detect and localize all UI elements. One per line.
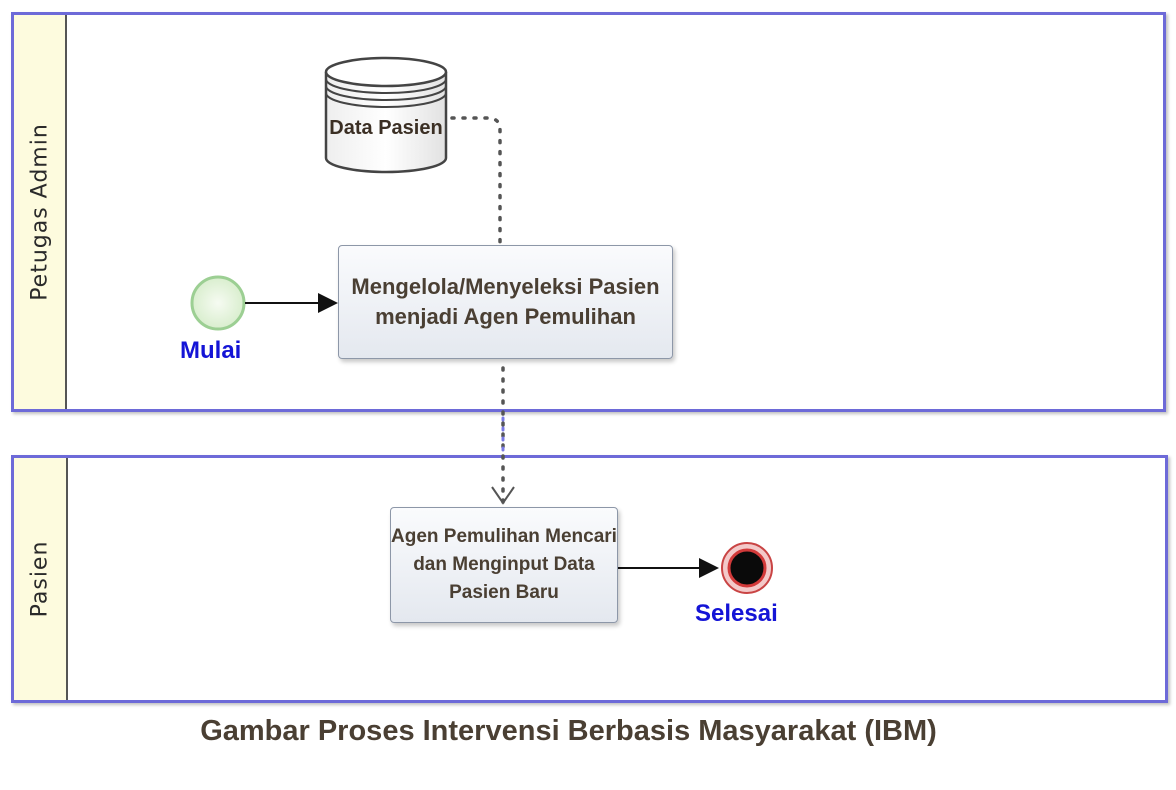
task-1-line-1: Mengelola/Menyeleksi Pasien (351, 274, 660, 299)
start-event-icon (190, 275, 246, 331)
task-2-line-1: Agen Pemulihan Mencari (391, 526, 617, 547)
end-event-icon (721, 542, 773, 594)
arrowhead-icon (491, 486, 515, 505)
task-mengelola-pasien[interactable]: Mengelola/Menyeleksi Pasien menjadi Agen… (338, 245, 673, 359)
lane-header-pasien: Pasien (14, 458, 68, 700)
task-agen-pemulihan[interactable]: Agen Pemulihan Mencari dan Menginput Dat… (390, 507, 618, 623)
task-2-line-2: dan Menginput Data (413, 554, 595, 575)
data-association-line (450, 116, 502, 246)
task-2-line-3: Pasien Baru (449, 582, 559, 603)
data-store-label: Data Pasien (329, 117, 443, 139)
figure-caption: Gambar Proses Intervensi Berbasis Masyar… (200, 715, 937, 747)
end-event-label: Selesai (695, 600, 778, 627)
database-icon (324, 56, 448, 174)
lane-header-petugas-admin: Petugas Admin (14, 15, 67, 409)
task-1-line-2: menjadi Agen Pemulihan (375, 304, 636, 329)
start-event-label: Mulai (180, 337, 242, 364)
